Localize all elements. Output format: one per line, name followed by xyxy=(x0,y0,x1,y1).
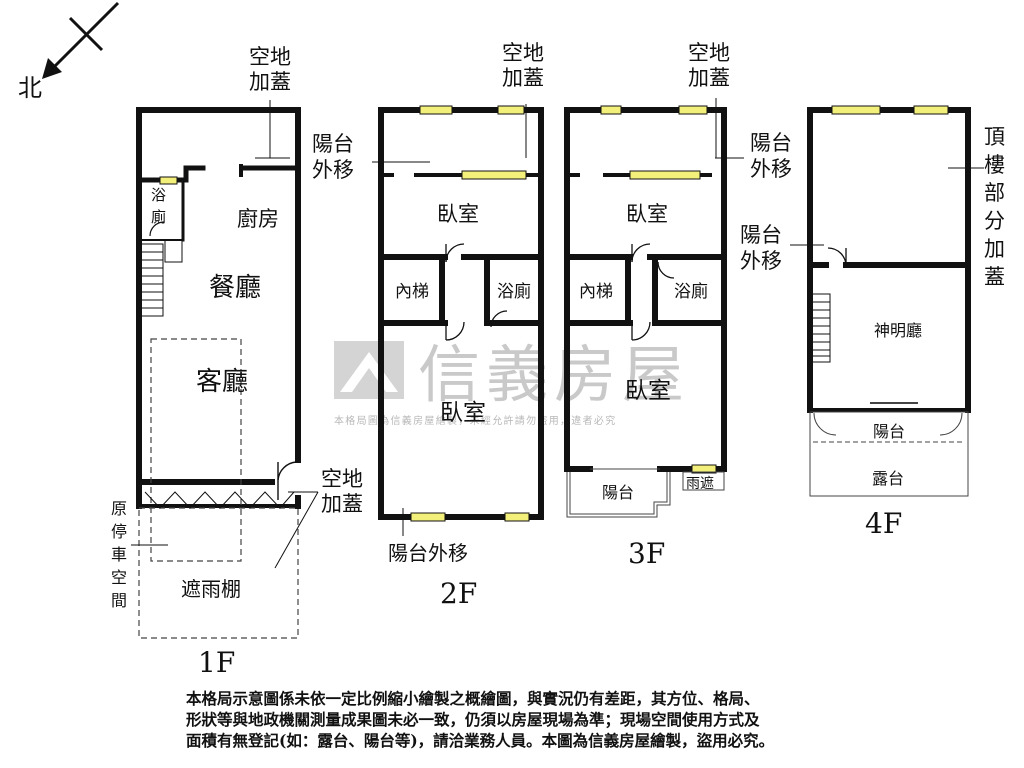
2f-bath-label: 浴廁 xyxy=(497,281,531,302)
1f-open-area-top-note: 空地加蓋 xyxy=(249,45,291,94)
staircase-icon xyxy=(140,239,183,317)
4f-balcony-move-note: 陽台外移 xyxy=(740,223,782,273)
4f-roof-addition-note: 頂樓部分加蓋 xyxy=(984,125,1005,289)
2f-open-area-note: 空地加蓋 xyxy=(502,41,544,90)
3f-floor-label: 3F xyxy=(628,537,665,570)
1f-shelter-label: 遮雨棚 xyxy=(181,577,241,601)
1f-parking-note: 原停車空間 xyxy=(111,499,127,610)
window-icon xyxy=(159,176,178,185)
window-icon xyxy=(497,105,525,115)
4f-leader-lines xyxy=(790,167,984,246)
1f-leader-lines xyxy=(131,100,319,569)
compass: 北 xyxy=(18,1,120,102)
canopy-outline xyxy=(138,507,299,639)
living-room-outline xyxy=(150,338,242,562)
window-icon xyxy=(461,170,527,180)
window-icon xyxy=(419,105,453,115)
floor-4f-walls xyxy=(807,107,971,413)
door-swing-icon xyxy=(149,221,165,237)
1f-living-label: 客廳 xyxy=(196,367,248,397)
2f-bedroom-front-label: 臥室 xyxy=(437,202,479,226)
disclaimer: 本格局示意圖係未依一定比例縮小繪製之概繪圖，與實況仍有差距，其方位、格局、 形狀… xyxy=(186,688,946,751)
2f-bedroom-back-label: 臥室 xyxy=(440,400,486,426)
4f-floor-label: 4F xyxy=(865,507,902,540)
staircase-icon xyxy=(811,293,831,363)
watermark-logo-icon xyxy=(334,341,404,399)
disclaimer-line: 本格局示意圖係未依一定比例縮小繪製之概繪圖，與實況仍有差距，其方位、格局、 xyxy=(186,689,760,708)
window-icon xyxy=(913,105,949,115)
4f-shrine-label: 神明廳 xyxy=(874,321,922,340)
window-icon xyxy=(600,105,622,115)
3f-canopy-label: 雨遮 xyxy=(686,476,714,492)
3f-inner-stair-label: 內梯 xyxy=(579,282,613,302)
2f-floor-label: 2F xyxy=(440,577,477,610)
window-icon xyxy=(410,512,446,522)
disclaimer-line: 形狀等與地政機關測量成果圖未必一致，仍須以房屋現場為準；現場空間使用方式及 xyxy=(186,710,760,729)
floor-3f: 臥室 內梯 浴廁 臥室 陽台 雨遮 3F xyxy=(564,98,744,570)
floor-2f: 臥室 內梯 浴廁 臥室 陽台外移 2F xyxy=(372,104,544,610)
window-icon xyxy=(691,464,717,474)
door-swing-icon xyxy=(827,247,847,267)
3f-bedroom-front-label: 臥室 xyxy=(626,202,668,226)
window-icon xyxy=(831,105,881,115)
annotations: 空地加蓋 空地加蓋 原停車空間 空地加蓋 陽台外移 空地加蓋 陽台外移 陽台外移 xyxy=(111,41,1005,610)
watermark: 信義房屋 本格局圖為信義房屋繪製，未經允許請勿盜用，違者必究 xyxy=(334,338,690,427)
4f-terrace-outline xyxy=(809,402,969,497)
compass-arrow-line xyxy=(50,1,120,71)
1f-open-area-bottom-note: 空地加蓋 xyxy=(321,467,363,516)
window-icon xyxy=(629,170,701,180)
3f-leader-lines xyxy=(715,98,744,159)
door-swing-icon xyxy=(277,461,297,481)
3f-open-area-note: 空地加蓋 xyxy=(688,41,730,90)
1f-dining-label: 餐廳 xyxy=(209,273,261,303)
2f-balcony-bottom-label: 陽台外移 xyxy=(388,541,468,565)
floor-4f: 神明廳 陽台 露台 4F xyxy=(790,105,984,540)
3f-balcony-top-note: 陽台外移 xyxy=(750,131,792,181)
floor-1f: 浴廁 廚房 餐廳 客廳 遮雨棚 1F xyxy=(131,100,319,679)
2f-balcony-top-note: 陽台外移 xyxy=(312,132,354,182)
compass-arrowhead-icon xyxy=(42,58,62,79)
north-label: 北 xyxy=(18,74,42,102)
door-swing-icon xyxy=(631,243,675,341)
2f-inner-stair-label: 內梯 xyxy=(395,282,429,302)
disclaimer-line: 面積有無登記(如：露台、陽台等)，請洽業務人員。本圖為信義房屋繪製，盜用必究。 xyxy=(186,731,775,750)
4f-terrace-label: 露台 xyxy=(872,469,904,488)
floor-1f-walls xyxy=(136,107,301,509)
3f-bath-label: 浴廁 xyxy=(674,281,708,302)
3f-bedroom-back-label: 臥室 xyxy=(625,378,671,404)
window-icon xyxy=(678,105,708,115)
4f-balcony-label: 陽台 xyxy=(873,422,905,441)
3f-balcony-label: 陽台 xyxy=(602,483,634,502)
watermark-brand: 信義房屋 xyxy=(418,338,690,411)
folding-door-icon xyxy=(144,491,295,509)
1f-kitchen-label: 廚房 xyxy=(237,207,279,231)
door-swing-icon xyxy=(445,243,508,341)
1f-floor-label: 1F xyxy=(198,646,235,679)
watermark-notice: 本格局圖為信義房屋繪製，未經允許請勿盜用，違者必究 xyxy=(334,414,617,427)
window-icon xyxy=(504,512,530,522)
1f-bath-label: 浴廁 xyxy=(151,186,166,226)
2f-leader-lines xyxy=(372,104,527,536)
3f-balcony-outline xyxy=(566,468,725,518)
